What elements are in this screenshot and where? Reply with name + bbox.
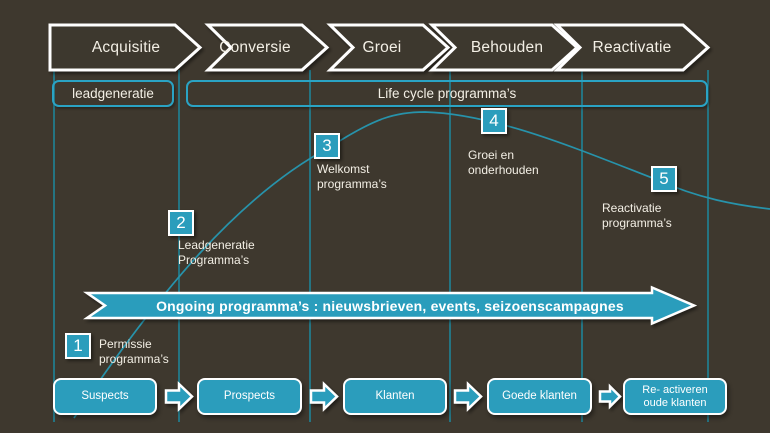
milestone-3-label: Welkomst programma’s [317,162,387,192]
flow-arrow-icon [453,381,483,412]
milestone-1-label: Permissie programma’s [99,337,169,367]
customer-stage-goede-klanten: Goede klanten [487,378,592,415]
milestone-5-badge: 5 [651,166,677,192]
milestone-label-line: onderhouden [468,163,539,177]
funnel-chevron-shape [428,23,580,72]
funnel-stage-behouden: Behouden [470,38,544,56]
milestone-1-badge: 1 [65,333,91,359]
ongoing-arrow-label: Ongoing programma’s : nieuwsbrieven, eve… [156,297,624,314]
customer-stage-klanten: Klanten [343,378,447,415]
milestone-2-label: Leadgeneratie Programma’s [178,238,255,268]
funnel-chevron-shape [204,23,330,72]
funnel-chevron-shape [553,23,711,72]
milestone-label-line: Reactivatie [602,201,662,215]
flow-arrow-icon [164,381,194,412]
ongoing-arrow-shape [83,285,698,326]
customer-stage-reactiveren-oude-klanten: Re- activeren oude klanten [623,378,727,415]
milestone-3-badge: 3 [314,133,340,159]
funnel-chevrons [48,23,711,72]
funnel-stage-conversie: Conversie [219,38,291,56]
flow-arrows [164,381,622,412]
funnel-chevron-shape [326,23,451,72]
funnel-stage-acquisitie: Acquisitie [91,38,161,56]
milestone-label-line: programma’s [602,216,672,230]
funnel-stage-reactivatie: Reactivatie [592,38,672,56]
funnel-stage-groei: Groei [362,38,402,56]
lifecycle-programs-bar: Life cycle programma’s [186,80,708,107]
flow-arrow-icon [598,383,622,410]
milestone-4-label: Groei en onderhouden [468,148,539,178]
milestone-5-label: Reactivatie programma’s [602,201,672,231]
milestone-label-line: Leadgeneratie [178,238,255,252]
milestone-label-line: Groei en [468,148,515,162]
flow-arrow-icon [309,381,339,412]
milestone-label-line: programma’s [99,352,169,366]
column-divider-lines [53,70,709,422]
milestone-label-line: Programma’s [178,253,250,267]
milestone-2-badge: 2 [168,210,194,236]
milestone-label-line: Permissie [99,337,152,351]
milestone-4-badge: 4 [481,108,507,134]
customer-stage-suspects: Suspects [53,378,157,415]
milestone-label-line: Welkomst [317,162,370,176]
leadgeneratie-bar: leadgeneratie [52,80,174,107]
customer-stage-prospects: Prospects [197,378,302,415]
funnel-chevron-shape [48,23,203,72]
milestone-label-line: programma’s [317,177,387,191]
